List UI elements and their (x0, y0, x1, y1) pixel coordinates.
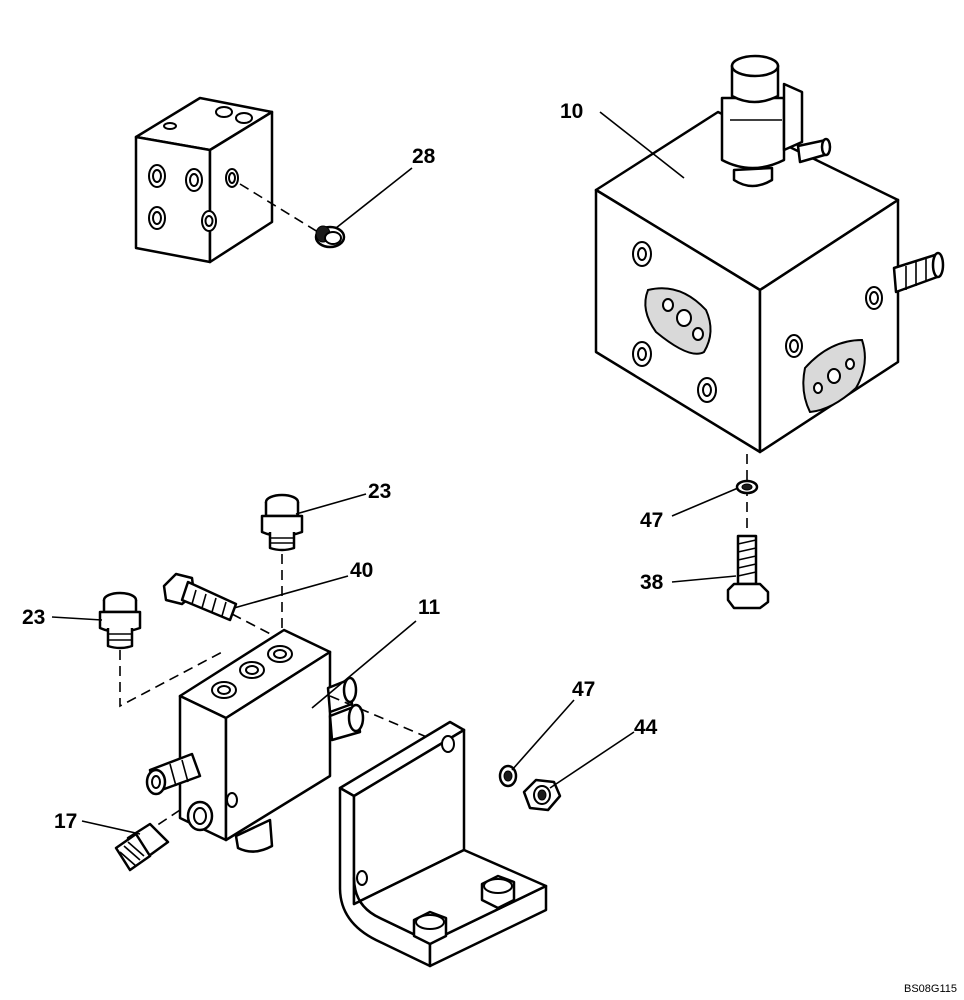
mounting-bracket (338, 720, 548, 968)
washer-47-right (735, 479, 759, 495)
main-valve-block (594, 54, 945, 454)
callout-10: 10 (560, 100, 583, 123)
washer-47-lower (498, 764, 518, 788)
fitting-23-top (260, 493, 304, 552)
bolt-38 (726, 534, 770, 610)
valve-11 (145, 628, 365, 853)
callout-23-top: 23 (368, 480, 391, 503)
callout-44: 44 (634, 716, 658, 739)
small-valve-block (134, 96, 274, 264)
bolt-40 (162, 572, 238, 622)
callout-23-left: 23 (22, 606, 45, 629)
callout-17: 17 (54, 810, 77, 833)
callout-47-right: 47 (640, 509, 663, 532)
figure-id: BS08G115 (904, 983, 957, 995)
fitting-17 (114, 822, 170, 872)
callout-40: 40 (350, 559, 373, 582)
callout-11: 11 (418, 596, 441, 619)
callout-38: 38 (640, 571, 664, 594)
callout-28: 28 (412, 145, 436, 168)
nut-44 (522, 778, 562, 812)
plug-28 (314, 225, 346, 249)
callout-47-lower: 47 (572, 678, 595, 701)
fitting-23-left (98, 591, 142, 650)
